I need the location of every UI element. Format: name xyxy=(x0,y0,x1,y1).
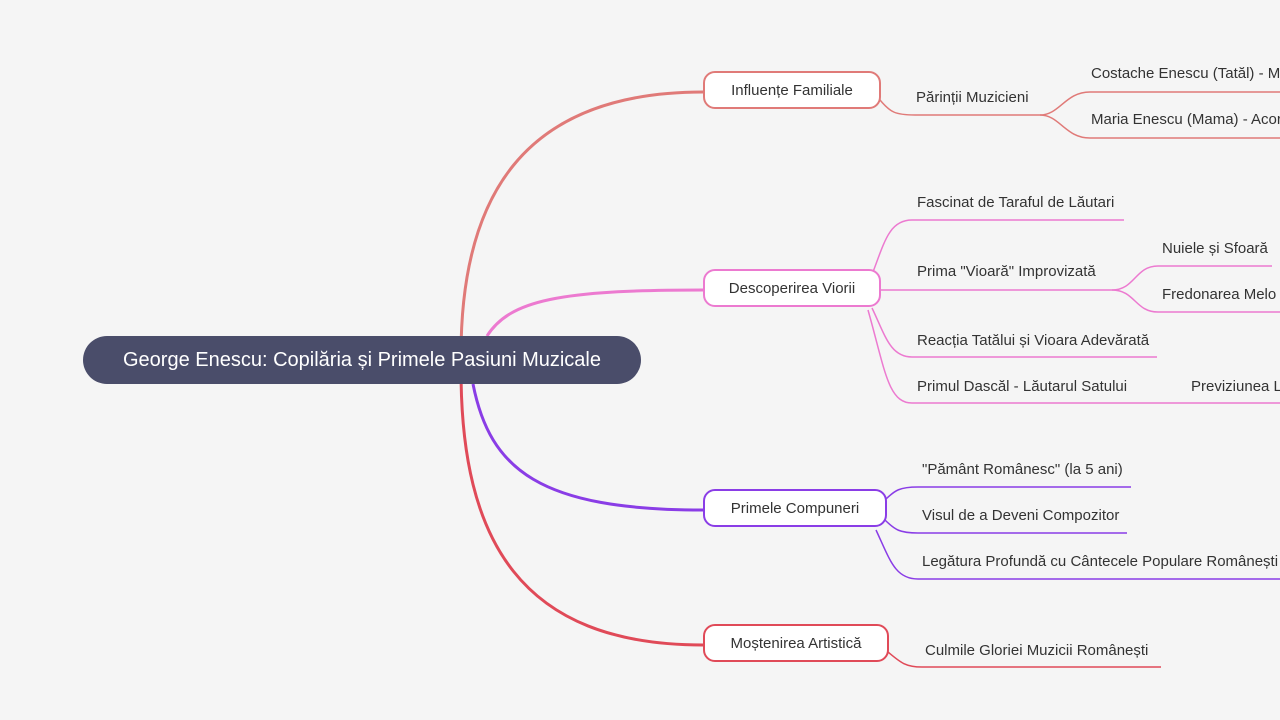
connector-influente-parinti xyxy=(879,99,1040,116)
connector-parinti-tata xyxy=(1039,91,1280,116)
node-legatura-profunda[interactable]: Legătura Profundă cu Cântecele Populare … xyxy=(922,553,1279,570)
branch-label: Primele Compuneri xyxy=(730,499,860,517)
node-maria-enescu[interactable]: Maria Enescu (Mama) - Acor xyxy=(1091,111,1280,128)
connector-parinti-mama xyxy=(1039,114,1280,139)
connector-vioara-nuiele xyxy=(1111,265,1272,291)
branch-descoperirea-viorii[interactable]: Descoperirea Viorii xyxy=(703,269,881,307)
node-primul-dascal[interactable]: Primul Dascăl - Lăutarul Satului xyxy=(917,378,1128,395)
connector-descoperire-taraful xyxy=(872,219,1124,273)
connector-compuneri-legatura xyxy=(875,529,1280,580)
connector-compuneri-pamant xyxy=(884,486,1131,501)
connector-root-descoperire xyxy=(485,288,704,337)
node-reactia-tatalui[interactable]: Reacția Tatălui și Vioara Adevărată xyxy=(917,332,1150,349)
root-node[interactable]: George Enescu: Copilăria și Primele Pasi… xyxy=(83,336,641,384)
node-fredonarea[interactable]: Fredonarea Melo xyxy=(1162,286,1277,303)
connector-root-compuneri xyxy=(471,383,704,512)
branch-mostenirea-artistica[interactable]: Moștenirea Artistică xyxy=(703,624,889,662)
node-visul-compozitor[interactable]: Visul de a Deveni Compozitor xyxy=(922,507,1120,524)
connector-descoperire-reactia xyxy=(871,307,1157,358)
connector-vioara-fredonarea xyxy=(1111,289,1280,313)
branch-label: Influențe Familiale xyxy=(731,81,853,99)
node-prima-vioara[interactable]: Prima "Vioară" Improvizată xyxy=(917,263,1096,280)
node-parintii-muzicieni[interactable]: Părinții Muzicieni xyxy=(916,89,1029,106)
node-culmile-gloriei[interactable]: Culmile Gloriei Muzicii Românești xyxy=(925,642,1149,659)
branch-influente-familiale[interactable]: Influențe Familiale xyxy=(703,71,881,109)
connector-mostenire-culmile xyxy=(887,651,1161,668)
root-title: George Enescu: Copilăria și Primele Pasi… xyxy=(123,348,601,371)
branch-label: Descoperirea Viorii xyxy=(728,279,856,297)
branch-primele-compuneri[interactable]: Primele Compuneri xyxy=(703,489,887,527)
node-nuiele-sfoara[interactable]: Nuiele și Sfoară xyxy=(1162,240,1268,257)
branch-label: Moștenirea Artistică xyxy=(730,634,862,652)
connector-compuneri-visul xyxy=(884,519,1127,534)
node-fascinat-taraful[interactable]: Fascinat de Taraful de Lăutari xyxy=(917,194,1115,211)
connector-root-influente xyxy=(459,90,704,356)
connector-root-mostenire xyxy=(459,369,704,647)
node-costache-enescu[interactable]: Costache Enescu (Tatăl) - M xyxy=(1091,65,1280,82)
node-previziunea[interactable]: Previziunea L xyxy=(1191,378,1280,395)
node-pamant-romanesc[interactable]: "Pământ Românesc" (la 5 ani) xyxy=(922,461,1123,478)
connector-descoperire-dascal xyxy=(867,309,1280,404)
